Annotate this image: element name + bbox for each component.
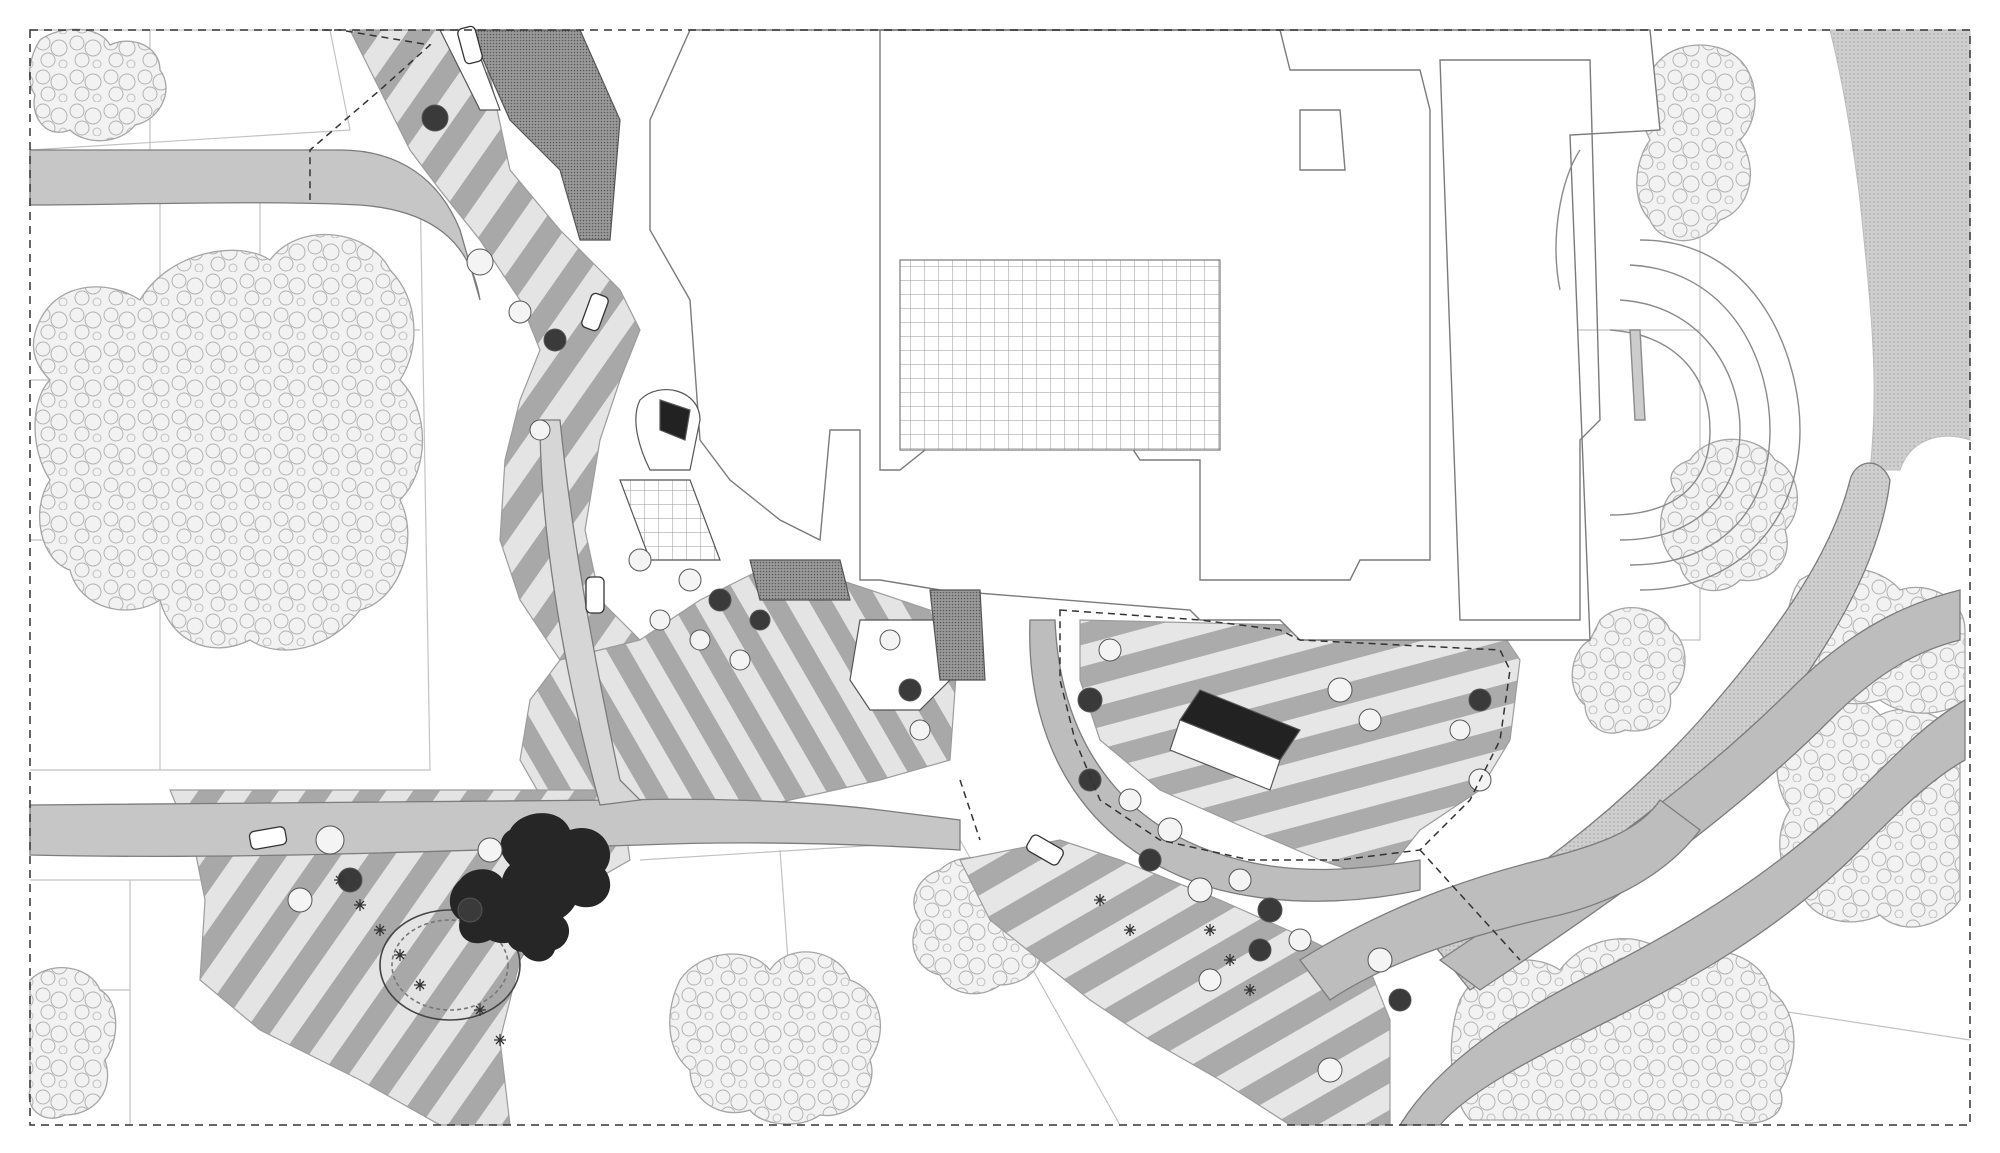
tree-icon — [678, 568, 702, 592]
canopy-northwest — [28, 28, 167, 142]
pavilion-white-c — [1169, 719, 1281, 791]
tree-icon — [749, 609, 771, 631]
canopy-east-south — [1450, 937, 1795, 1124]
palm-icon — [394, 949, 406, 961]
road-far-east — [1398, 698, 1966, 1126]
tree-icon — [1138, 848, 1162, 872]
tree-icon — [477, 837, 503, 863]
palm-icon — [374, 924, 386, 936]
palm-icon — [334, 874, 346, 886]
tree-icon — [1288, 928, 1312, 952]
tree-icon — [1098, 638, 1122, 662]
tree-icon — [729, 649, 751, 671]
canopy-southwest — [28, 967, 117, 1119]
tree-icon — [529, 419, 551, 441]
tree-icon — [421, 104, 449, 132]
tree-icon — [543, 328, 567, 352]
map-frame — [29, 29, 1971, 1126]
canopy-east-river — [1571, 607, 1686, 734]
building-north-hatch — [469, 29, 621, 241]
road-east-curve — [1299, 799, 1701, 1001]
track-structure — [1609, 239, 1801, 591]
tree-icon — [708, 588, 732, 612]
tree-icon — [508, 300, 532, 324]
tree-icon — [287, 887, 313, 913]
tree-icon — [315, 825, 345, 855]
plaza-central — [519, 559, 961, 841]
tree-icon — [1198, 968, 1222, 992]
palm-icon — [414, 979, 426, 991]
tree-icon — [1358, 708, 1382, 732]
canopy-south — [669, 951, 882, 1125]
car-icon — [248, 826, 288, 850]
canopy-northeast — [1636, 44, 1756, 242]
car-icon — [585, 576, 605, 614]
tree-icon — [1157, 817, 1183, 843]
tree-icon — [1078, 768, 1102, 792]
palm-icon — [494, 1034, 506, 1046]
palm-icon — [1244, 984, 1256, 996]
tree-icon — [1077, 687, 1103, 713]
tree-icon — [1118, 788, 1142, 812]
tree-icon — [879, 629, 901, 651]
tree-icon — [1327, 677, 1353, 703]
tree-icon — [898, 678, 922, 702]
car-icon — [457, 25, 483, 65]
east-curved-wall — [1555, 149, 1581, 291]
palm-icon — [1124, 924, 1136, 936]
pavilions — [619, 389, 1301, 791]
tree-icon — [1317, 1057, 1343, 1083]
pavilion-strip — [929, 589, 986, 681]
stairs — [1629, 329, 1646, 421]
tree-icon — [457, 897, 483, 923]
road-west-upper — [29, 149, 481, 301]
tree-icon — [466, 248, 494, 276]
palm-icon — [354, 899, 366, 911]
tree-icon — [1248, 938, 1272, 962]
tree-icon — [909, 719, 931, 741]
tree-icon — [1388, 988, 1412, 1012]
palm-markers — [334, 874, 1256, 1046]
palm-icon — [1094, 894, 1106, 906]
canopy-west — [32, 233, 424, 651]
pavilion-black — [659, 399, 691, 441]
tree-icon — [1228, 868, 1252, 892]
tree-icon — [649, 609, 671, 631]
roof-skylight-grid — [899, 259, 1221, 451]
tree-icon — [1257, 897, 1283, 923]
east-zone-boundary — [959, 609, 1521, 961]
tree-icon — [1468, 688, 1492, 712]
palm-icon — [1204, 924, 1216, 936]
tree-icon — [628, 548, 652, 572]
car-icon — [1026, 834, 1064, 866]
main-building-east — [1439, 59, 1601, 621]
pavilion-glass — [619, 479, 721, 561]
circular-plaza-element — [379, 909, 521, 1021]
east-river-hatch — [1829, 29, 1971, 471]
road-north-south — [539, 419, 642, 806]
roads — [29, 149, 1966, 1126]
tree-icon — [1187, 877, 1213, 903]
car-icon — [581, 292, 609, 332]
tree-icon — [1449, 719, 1471, 741]
car-markers — [248, 25, 1064, 866]
tree-icon — [689, 629, 711, 651]
tree-icon — [1367, 947, 1393, 973]
dark-tree-cluster — [449, 813, 611, 962]
building-detail-a — [1299, 109, 1346, 171]
palm-icon — [474, 1004, 486, 1016]
palm-icon — [1224, 954, 1236, 966]
pavilion-hatch — [749, 559, 851, 601]
project-boundary-dashed — [309, 29, 432, 200]
